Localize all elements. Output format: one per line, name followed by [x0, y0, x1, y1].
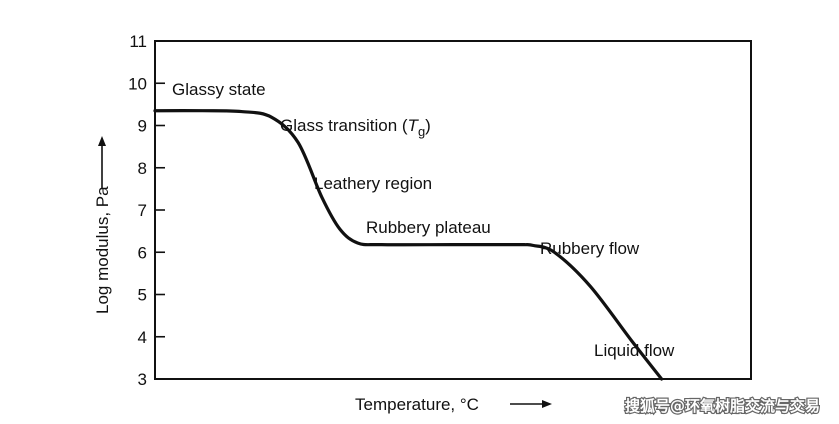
modulus-curve: [153, 109, 664, 381]
annotation-glass-transition-close: ): [425, 116, 431, 135]
annotation-leathery-region: Leathery region: [314, 174, 432, 193]
y-tick-label: 5: [138, 286, 147, 305]
annotation-glass-transition-text: Glass transition (: [280, 116, 408, 135]
y-axis-arrow-icon: [98, 136, 106, 188]
y-axis-ticks: 3 4 5 6 7 8 9 10 11: [128, 32, 165, 389]
annotation-liquid-flow: Liquid flow: [594, 341, 675, 360]
annotation-glass-transition-subscript: g: [418, 124, 425, 139]
y-tick-label: 10: [128, 74, 147, 93]
y-tick-label: 4: [138, 328, 147, 347]
y-tick-label: 7: [138, 201, 147, 220]
watermark-text: 搜狐号@环氧树脂交流与交易: [625, 397, 820, 415]
y-tick-label: 11: [129, 32, 147, 51]
annotation-rubbery-plateau: Rubbery plateau: [366, 218, 491, 237]
y-tick-label: 8: [138, 159, 147, 178]
annotation-glass-transition-symbol: T: [408, 116, 420, 135]
annotation-glassy-state: Glassy state: [172, 80, 266, 99]
y-tick-label: 9: [138, 117, 147, 136]
annotation-rubbery-flow: Rubbery flow: [540, 239, 640, 258]
y-axis-title-group: Log modulus, Pa: [93, 136, 112, 314]
y-axis-title: Log modulus, Pa: [93, 186, 112, 314]
annotation-glass-transition: Glass transition (Tg): [280, 116, 431, 139]
y-tick-label: 6: [138, 243, 147, 262]
x-axis-title: Temperature, °C: [355, 395, 479, 414]
x-axis-arrow-icon: [510, 400, 552, 408]
y-tick-label: 3: [138, 370, 147, 389]
